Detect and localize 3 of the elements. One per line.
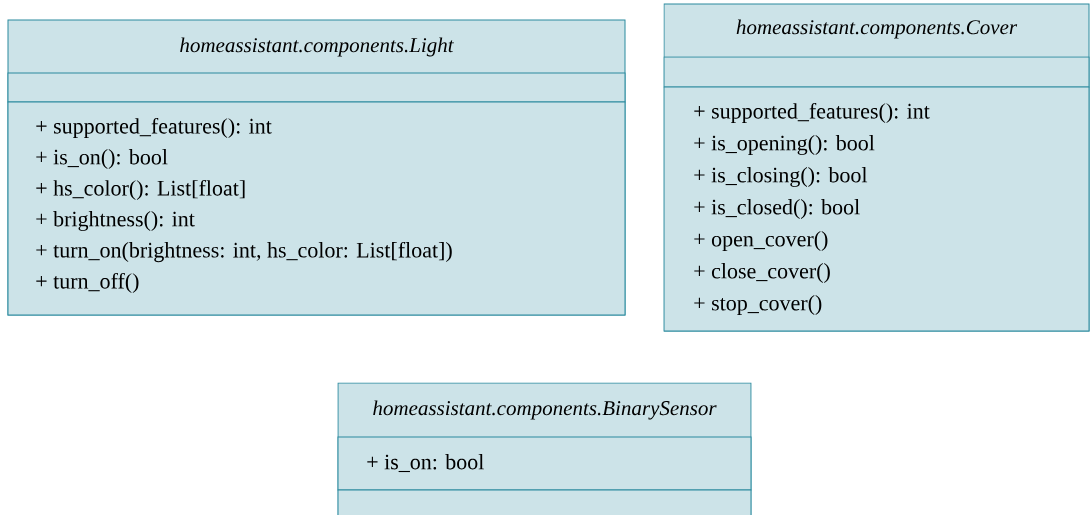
compartment xyxy=(7,72,626,103)
compartment xyxy=(337,489,752,515)
compartment xyxy=(663,56,1090,88)
